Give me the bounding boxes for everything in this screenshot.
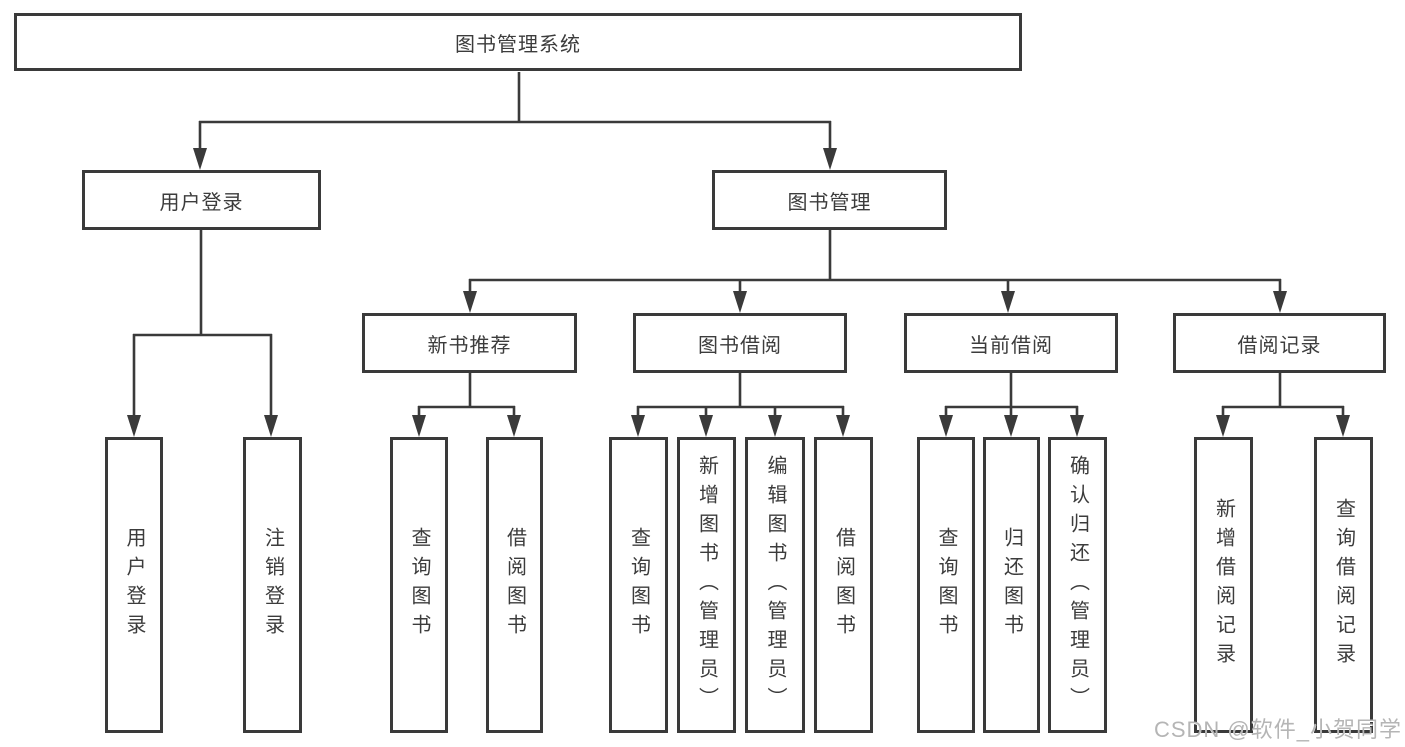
leaf-query-book: 查询图书 bbox=[917, 437, 975, 733]
leaf-borrow-book: 借阅图书 bbox=[486, 437, 543, 733]
node-current-borrow: 当前借阅 bbox=[904, 313, 1118, 373]
leaf-query-borrow-record: 查询借阅记录 bbox=[1314, 437, 1373, 733]
leaf-confirm-return-admin: 确认归还（管理员） bbox=[1048, 437, 1107, 733]
leaf-user-login: 用户登录 bbox=[105, 437, 163, 733]
node-user-login: 用户登录 bbox=[82, 170, 321, 230]
node-book-management: 图书管理 bbox=[712, 170, 947, 230]
leaf-add-book-admin: 新增图书（管理员） bbox=[677, 437, 736, 733]
leaf-add-borrow-record: 新增借阅记录 bbox=[1194, 437, 1253, 733]
node-borrow-records: 借阅记录 bbox=[1173, 313, 1386, 373]
leaf-query-book: 查询图书 bbox=[390, 437, 448, 733]
leaf-query-book: 查询图书 bbox=[609, 437, 668, 733]
leaf-borrow-book: 借阅图书 bbox=[814, 437, 873, 733]
leaf-edit-book-admin: 编辑图书（管理员） bbox=[745, 437, 805, 733]
leaf-logout: 注销登录 bbox=[243, 437, 302, 733]
node-book-borrow: 图书借阅 bbox=[633, 313, 847, 373]
leaf-return-book: 归还图书 bbox=[983, 437, 1040, 733]
node-new-book-recommend: 新书推荐 bbox=[362, 313, 577, 373]
node-library-management-system: 图书管理系统 bbox=[14, 13, 1022, 71]
csdn-watermark: CSDN @软件_小贺同学 bbox=[1153, 717, 1402, 742]
